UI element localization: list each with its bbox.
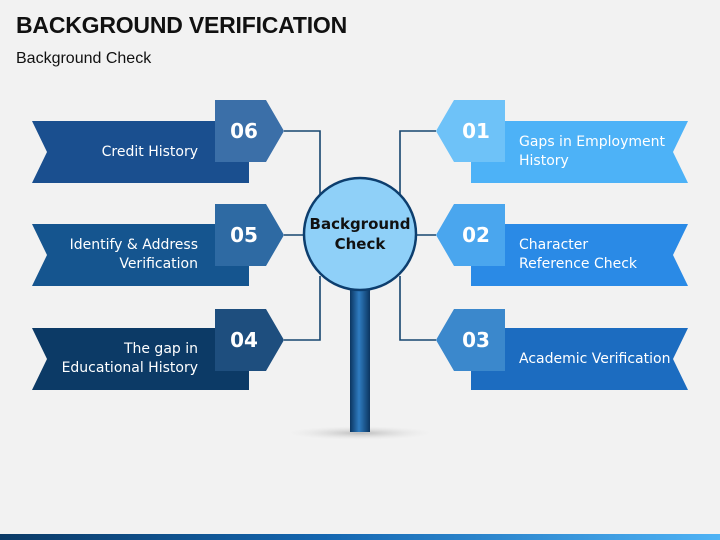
- number-02: 02: [462, 223, 490, 247]
- connector-lines: [284, 130, 436, 341]
- connector-01: [399, 130, 436, 196]
- banner-04: [32, 328, 249, 390]
- number-05: 05: [230, 223, 258, 247]
- badge-03: [436, 309, 505, 371]
- badge-05: [215, 204, 284, 266]
- pole-shadow: [288, 426, 432, 440]
- badge-02: [436, 204, 505, 266]
- badge-01: [436, 100, 505, 162]
- banner-06: [32, 121, 249, 183]
- number-01: 01: [462, 119, 490, 143]
- magnifier-lens: [302, 176, 418, 292]
- number-06: 06: [230, 119, 258, 143]
- label-03: Academic Verification: [519, 350, 671, 367]
- badge-04: [215, 309, 284, 371]
- connector-06: [284, 130, 321, 196]
- badge-06: [215, 100, 284, 162]
- number-03: 03: [462, 328, 490, 352]
- page-subtitle: Background Check: [16, 50, 152, 67]
- page-title: BACKGROUND VERIFICATION: [16, 12, 348, 38]
- label-06: Credit History: [101, 143, 198, 160]
- connector-04: [284, 276, 321, 341]
- footer-accent-bar: [0, 534, 720, 540]
- connector-03: [399, 276, 436, 341]
- magnifier-handle: [350, 288, 370, 432]
- banner-03: [471, 328, 688, 390]
- banner-05: [32, 224, 249, 286]
- banner-01: [471, 121, 688, 183]
- banner-02: [471, 224, 688, 286]
- number-04: 04: [230, 328, 258, 352]
